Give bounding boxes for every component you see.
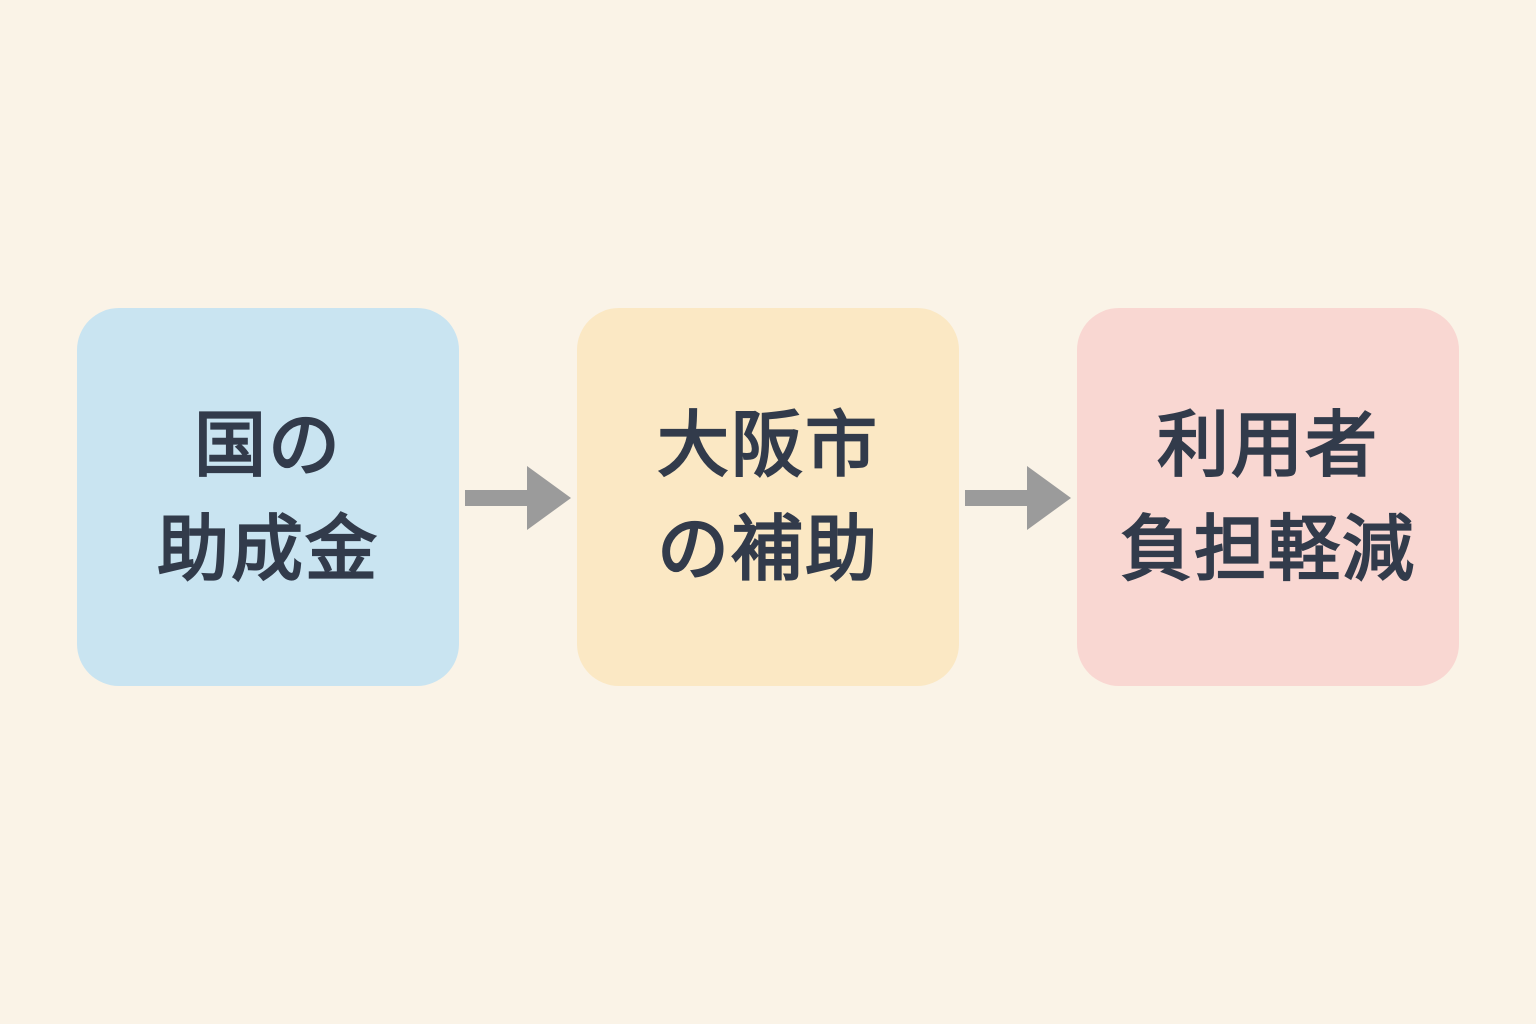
box-osaka-city-subsidy-line1: 大阪市 [656, 402, 879, 487]
box-osaka-city-subsidy: 大阪市 の補助 [577, 308, 959, 686]
box-user-burden-reduction-line1: 利用者 [1156, 402, 1379, 487]
box-national-subsidy-line2: 助成金 [156, 507, 379, 591]
box-national-subsidy-line1: 国の [193, 402, 342, 487]
arrow-right-icon [959, 308, 1077, 688]
arrow-right-icon [459, 308, 577, 688]
flow-diagram: 国の 助成金 大阪市 の補助 利用者 負担軽減 [0, 308, 1536, 688]
box-national-subsidy: 国の 助成金 [77, 308, 459, 686]
box-user-burden-reduction: 利用者 負担軽減 [1077, 308, 1459, 686]
box-osaka-city-subsidy-line2: の補助 [656, 507, 879, 591]
box-user-burden-reduction-line2: 負担軽減 [1119, 507, 1416, 591]
